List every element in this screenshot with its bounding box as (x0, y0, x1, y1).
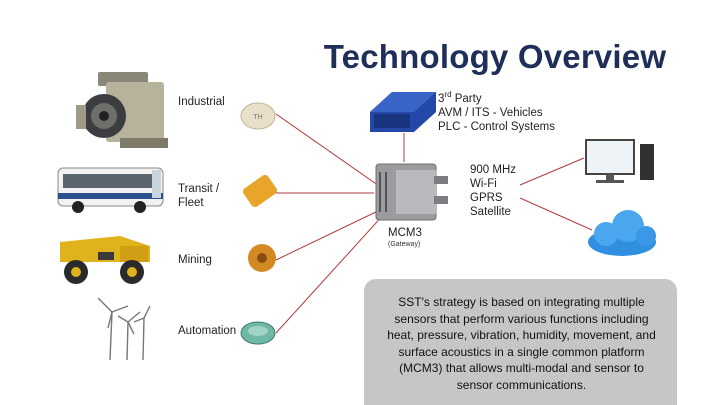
third-party-line1: 3rd Party (438, 90, 482, 105)
label-industrial: Industrial (178, 96, 225, 108)
industrial-machine-icon (76, 72, 168, 148)
third-party-line3: PLC - Control Systems (438, 120, 555, 133)
label-transit-line2: Fleet (178, 197, 204, 209)
connectivity-item: GPRS (470, 192, 503, 204)
cloud-icon (588, 210, 656, 256)
connectivity-item: Wi-Fi (470, 178, 497, 190)
transit-bus-icon (57, 167, 164, 213)
mining-truck-icon (60, 236, 150, 284)
mcm3-gateway-icon (375, 163, 448, 221)
gateway-label: MCM3 (388, 227, 422, 239)
strategy-callout-text: SST's strategy is based on integrating m… (387, 295, 656, 392)
third-party-line2: AVM / ITS - Vehicles (438, 106, 543, 119)
svg-text:TH: TH (253, 114, 262, 121)
sensor-automation-icon (240, 321, 276, 345)
connector-mining (275, 209, 381, 261)
label-automation: Automation (178, 325, 237, 337)
computer-icon (585, 139, 654, 183)
sensor-transit-icon (242, 174, 278, 208)
strategy-callout-box (364, 279, 677, 405)
label-transit-fleet: Transit / Fleet (178, 182, 219, 210)
connector-automation (275, 211, 387, 334)
connectivity-item: 900 MHz (470, 164, 517, 176)
connector-industrial (275, 113, 383, 189)
connectivity-item: Satellite (470, 206, 511, 218)
connector-lines (275, 113, 593, 334)
sensor-mining-icon (248, 244, 276, 272)
label-mining: Mining (178, 254, 212, 266)
connectivity-list: 900 MHz Wi-Fi GPRS Satellite (470, 163, 516, 219)
page-title: Technology Overview (323, 38, 667, 75)
gateway-sublabel: (Gateway) (388, 241, 421, 248)
wind-turbines-icon (97, 297, 151, 361)
third-party-label: 3rd Party AVM / ITS - Vehicles PLC - Con… (438, 88, 555, 134)
sensor-industrial-icon: TH (240, 102, 276, 130)
connector-cloud (519, 197, 593, 231)
label-transit-line1: Transit / (178, 183, 220, 195)
third-party-device-icon (370, 92, 436, 132)
connector-computer (519, 157, 585, 186)
